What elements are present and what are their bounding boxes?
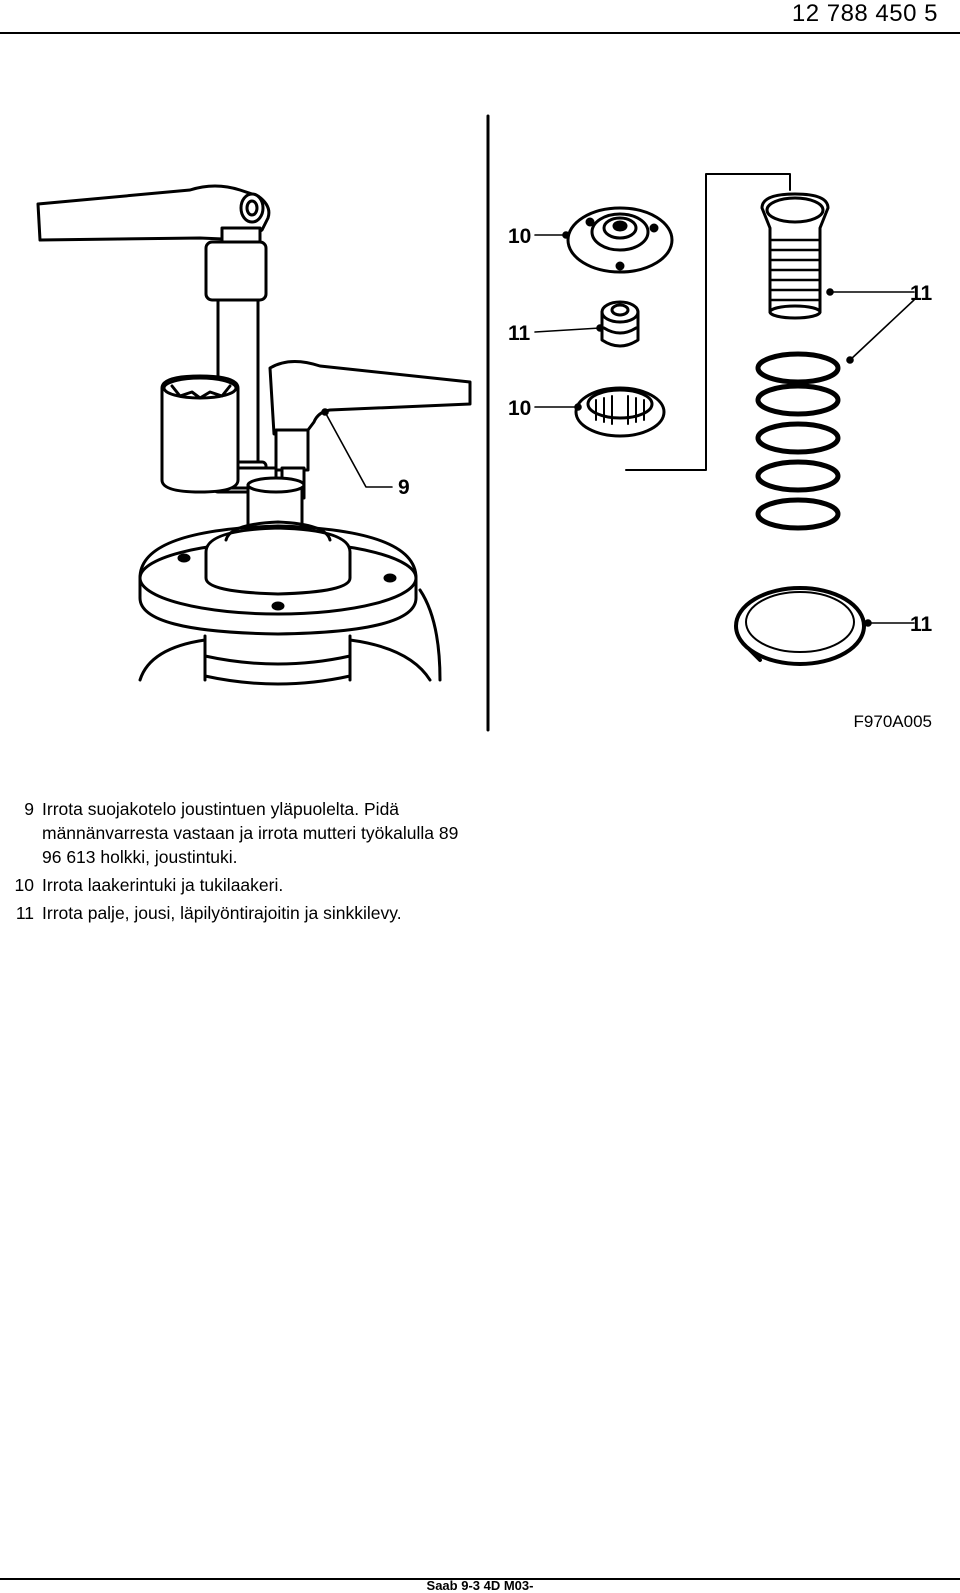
- page-number: 12 788 450 5: [791, 0, 938, 27]
- coil-spring-drawing: [755, 351, 841, 531]
- step-number: 10: [14, 875, 34, 895]
- bearing-drawing: [574, 386, 666, 438]
- callout-9: 9: [398, 476, 410, 499]
- step-number: 9: [24, 799, 34, 819]
- callout-10-bottom: 10: [508, 397, 531, 420]
- callout-11-right-bottom: 11: [910, 613, 933, 636]
- socket-drawing: [160, 374, 240, 494]
- header-rule: [0, 32, 960, 34]
- top-mount-drawing: [566, 206, 674, 274]
- figure-code: F970A005: [853, 712, 932, 731]
- step-item: 9 Irrota suojakotelo joustintuen yläpuol…: [4, 797, 904, 869]
- step-item: 10 Irrota laakerintuki ja tukilaakeri.: [4, 873, 904, 897]
- bracket-line: [625, 173, 791, 471]
- step-number: 11: [15, 903, 34, 923]
- instruction-steps: 9 Irrota suojakotelo joustintuen yläpuol…: [4, 797, 904, 929]
- technical-illustration: 10 11 10 9 11 11: [0, 100, 960, 740]
- page-header: 12 788 450 5: [0, 0, 960, 34]
- callout-11-right-top: 11: [910, 282, 933, 305]
- strut-top-drawing: [138, 476, 442, 686]
- ratchet-drawing: [268, 360, 472, 500]
- footer-rule: [0, 1578, 960, 1580]
- nut-drawing: [600, 300, 640, 348]
- footer-text: Saab 9-3 4D M03-: [426, 1578, 534, 1593]
- step-text: Irrota palje, jousi, läpilyöntirajoitin …: [42, 903, 402, 923]
- spring-seat-drawing: [734, 586, 866, 666]
- callout-10-top: 10: [508, 225, 531, 248]
- step-text: Irrota laakerintuki ja tukilaakeri.: [42, 875, 284, 895]
- callout-leaders: [321, 231, 915, 627]
- step-item: 11 Irrota palje, jousi, läpilyöntirajoit…: [4, 901, 904, 925]
- bellows-drawing: [760, 192, 830, 320]
- step-text: Irrota suojakotelo joustintuen yläpuolel…: [42, 799, 459, 867]
- callout-11-mid: 11: [508, 322, 531, 345]
- breaker-bar-drawing: [36, 184, 271, 242]
